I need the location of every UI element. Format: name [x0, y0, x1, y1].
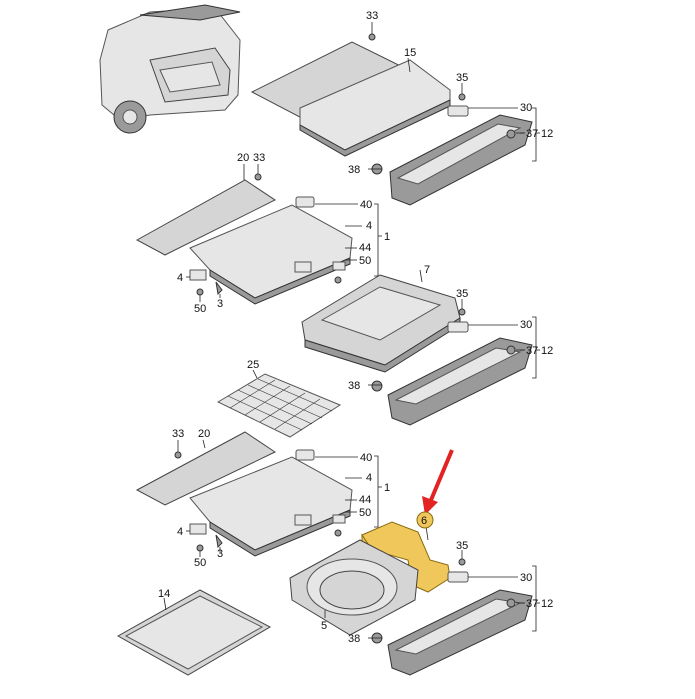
trim-panel-section3 — [387, 589, 533, 676]
clip-35c — [458, 558, 466, 566]
label-33: 33 — [172, 428, 184, 440]
clip-50a — [196, 288, 204, 296]
red-arrow-icon — [422, 449, 454, 515]
label-35: 35 — [456, 288, 468, 300]
label-30: 30 — [520, 319, 532, 331]
label-33: 33 — [253, 152, 265, 164]
label-12: 12 — [541, 345, 553, 357]
loading-floor-section2 — [135, 179, 353, 305]
bracket-30b — [447, 321, 469, 333]
screw-50b — [334, 276, 342, 284]
label-5: 5 — [321, 620, 327, 632]
label-33: 33 — [366, 10, 378, 22]
label-50: 50 — [359, 507, 371, 519]
hook-3a — [215, 281, 223, 296]
loading-floor-top — [250, 41, 451, 157]
label-30: 30 — [520, 102, 532, 114]
clip-44b — [332, 514, 346, 524]
label-4: 4 — [366, 220, 372, 232]
hook-3b — [215, 534, 223, 549]
bracket-30a — [447, 105, 469, 117]
label-14: 14 — [158, 588, 170, 600]
clip-44a — [332, 261, 346, 271]
label-37: 37 — [526, 598, 538, 610]
clip-50c — [196, 544, 204, 552]
trim-panel-top — [389, 114, 533, 206]
clip-35b — [458, 308, 466, 316]
vehicle-thumbnail — [99, 4, 241, 134]
handle-40a — [295, 196, 315, 208]
bracket-4a — [189, 269, 207, 281]
label-3: 3 — [217, 298, 223, 310]
label-1: 1 — [384, 231, 390, 243]
label-35: 35 — [456, 540, 468, 552]
trim-panel-section2 — [387, 337, 533, 426]
label-15: 15 — [404, 47, 416, 59]
label-38: 38 — [348, 380, 360, 392]
floor-mat — [116, 589, 272, 676]
clip-33b — [254, 173, 262, 181]
part-6-callout — [416, 511, 434, 529]
clip-33a — [368, 33, 376, 41]
label-1: 1 — [384, 482, 390, 494]
label-40: 40 — [360, 199, 372, 211]
label-25: 25 — [247, 359, 259, 371]
label-4: 4 — [177, 272, 183, 284]
label-12: 12 — [541, 598, 553, 610]
clip-33c — [174, 451, 182, 459]
label-4: 4 — [366, 472, 372, 484]
handle-40b — [295, 449, 315, 461]
storage-tray — [301, 274, 461, 373]
label-50: 50 — [194, 303, 206, 315]
dash-marks — [520, 132, 525, 604]
label-20: 20 — [237, 152, 249, 164]
label-20: 20 — [198, 428, 210, 440]
screw-38b — [371, 380, 383, 392]
label-35: 35 — [456, 72, 468, 84]
part-labels: 33 15 35 30 37 12 38 20 33 40 4 1 44 50 … — [158, 10, 553, 645]
label-44: 44 — [359, 494, 371, 506]
label-44: 44 — [359, 242, 371, 254]
screw-37b — [506, 345, 516, 355]
label-7: 7 — [424, 264, 430, 276]
label-30: 30 — [520, 572, 532, 584]
label-3: 3 — [217, 548, 223, 560]
label-6: 6 — [421, 515, 427, 527]
screw-37a — [506, 129, 516, 139]
bracket-4c — [189, 523, 207, 535]
label-40: 40 — [360, 452, 372, 464]
screw-37c — [506, 598, 516, 608]
clip-35a — [458, 93, 466, 101]
cargo-net — [216, 373, 342, 438]
loading-floor-section3 — [135, 431, 353, 557]
bracket-30c — [447, 571, 469, 583]
label-37: 37 — [526, 128, 538, 140]
label-38: 38 — [348, 633, 360, 645]
label-38: 38 — [348, 164, 360, 176]
label-12: 12 — [541, 128, 553, 140]
label-37: 37 — [526, 345, 538, 357]
label-50: 50 — [194, 557, 206, 569]
label-4: 4 — [177, 526, 183, 538]
label-50: 50 — [359, 255, 371, 267]
spare-wheel-well — [289, 539, 419, 636]
screw-50d — [334, 529, 342, 537]
